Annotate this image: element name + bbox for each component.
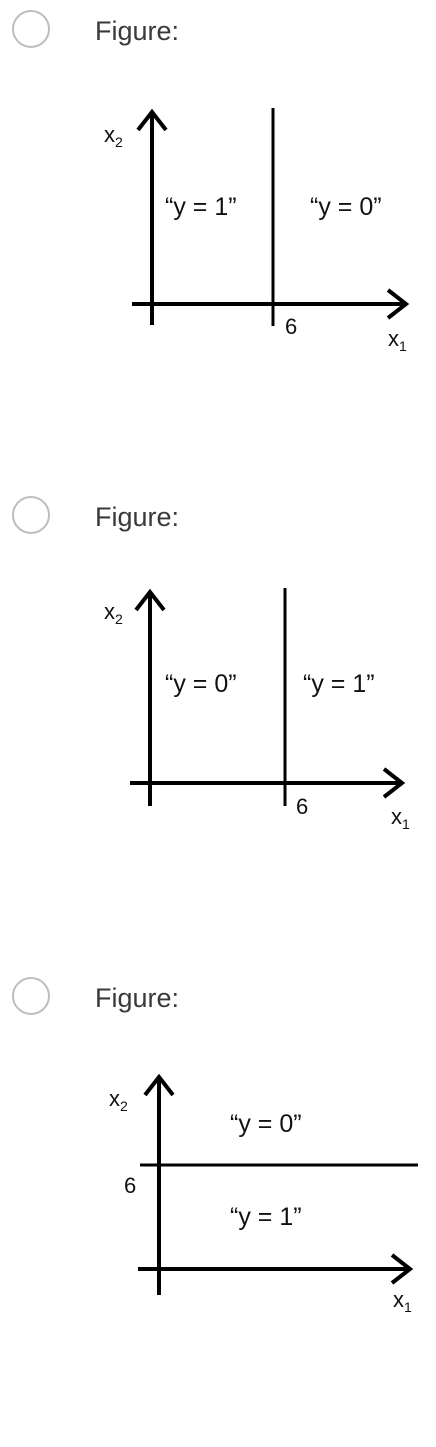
x2-axis-arrowhead — [143, 1073, 175, 1097]
radio-button[interactable] — [12, 977, 50, 1015]
answer-option-1[interactable]: Figure: x2 x1 6 “y = 1” “y = 0” — [0, 0, 436, 480]
region-label-upper: “y = 0” — [230, 1110, 302, 1138]
threshold-tick-label: 6 — [296, 794, 308, 819]
answer-option-2[interactable]: Figure: x2 x1 6 “y = 0” “y = 1” — [0, 486, 436, 966]
decision-boundary-figure: x2 x1 6 “y = 1” “y = 0” — [104, 108, 410, 354]
region-label-left: “y = 0” — [165, 670, 237, 698]
x2-axis-label: x2 — [104, 122, 123, 150]
answer-option-3[interactable]: Figure: x2 x1 6 “y = 0” “y = 1” — [0, 967, 436, 1447]
option-label: Figure: — [95, 502, 180, 532]
threshold-tick-label: 6 — [124, 1173, 136, 1198]
decision-boundary-figure: x2 x1 6 “y = 0” “y = 1” — [109, 1073, 418, 1315]
decision-boundary-figure: x2 x1 6 “y = 0” “y = 1” — [104, 588, 410, 832]
radio-button[interactable] — [12, 496, 50, 534]
region-label-right: “y = 1” — [303, 670, 375, 698]
x1-axis-label: x1 — [391, 804, 410, 832]
x1-axis-label: x1 — [393, 1287, 412, 1315]
option-label: Figure: — [95, 16, 180, 46]
region-label-left: “y = 1” — [165, 193, 237, 221]
radio-button[interactable] — [12, 10, 50, 48]
threshold-tick-label: 6 — [285, 314, 297, 339]
x2-axis-arrowhead — [136, 108, 168, 132]
region-label-lower: “y = 1” — [230, 1203, 302, 1231]
x2-axis-label: x2 — [109, 1086, 128, 1114]
x1-axis-arrowhead — [382, 767, 406, 799]
x1-axis-arrowhead — [386, 288, 410, 320]
x2-axis-label: x2 — [104, 599, 123, 627]
region-label-right: “y = 0” — [310, 193, 382, 221]
x1-axis-arrowhead — [390, 1253, 414, 1285]
x2-axis-arrowhead — [134, 588, 166, 612]
x1-axis-label: x1 — [388, 326, 407, 354]
option-label: Figure: — [95, 983, 180, 1013]
